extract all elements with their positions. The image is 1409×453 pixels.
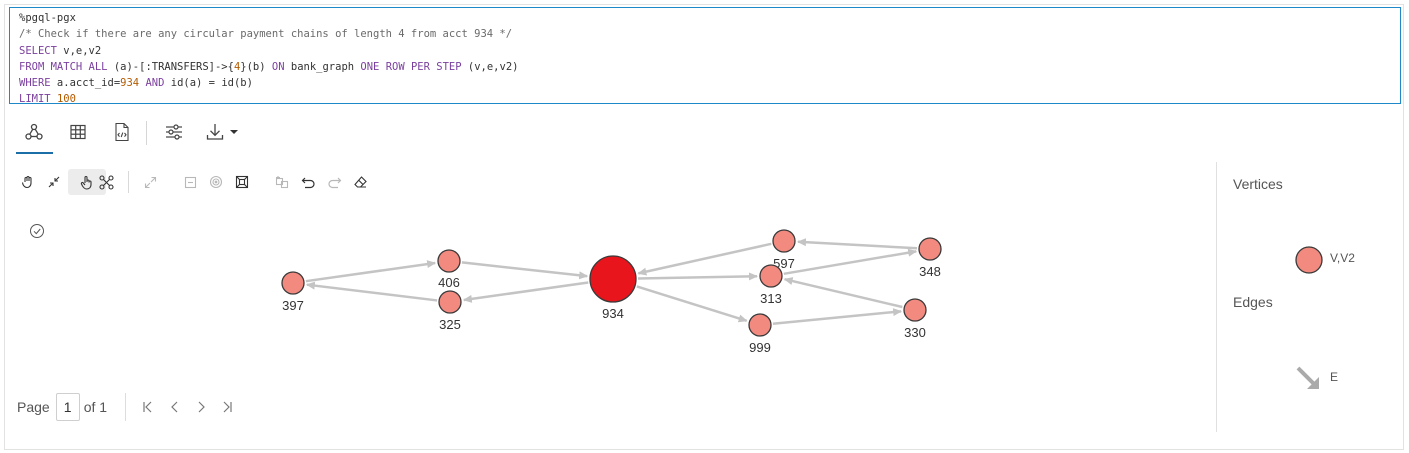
fullscreen-icon — [138, 169, 162, 195]
code-token: FROM MATCH ALL — [19, 60, 108, 73]
legend-panel: Vertices V,V2 Edges E — [1217, 162, 1400, 432]
pagination: Page 1 of 1 — [17, 392, 107, 422]
code-token: bank_graph — [284, 60, 361, 73]
code-token: WHERE — [19, 77, 51, 90]
edge-934-313[interactable] — [637, 272, 759, 281]
chevron-down-icon — [230, 130, 238, 134]
vertex-label-325: 325 — [439, 317, 461, 332]
undo-icon[interactable] — [296, 169, 320, 195]
vertex-label-999: 999 — [749, 340, 771, 355]
code-token: %pgql-pgx — [19, 12, 76, 24]
check-circle-icon[interactable] — [30, 224, 44, 238]
first-page-icon[interactable] — [138, 397, 158, 417]
edge-348-597[interactable] — [796, 238, 918, 250]
code-token: ONE ROW PER STEP — [360, 60, 462, 73]
edges-heading: Edges — [1233, 294, 1273, 310]
previous-page-icon[interactable] — [165, 397, 185, 417]
vertex-397[interactable] — [281, 271, 305, 295]
code-token: (v,e,v2) — [461, 60, 519, 73]
minus-icon — [178, 169, 202, 195]
vertex-597[interactable] — [772, 229, 796, 253]
edge-597-934[interactable] — [637, 242, 772, 276]
vertex-label-330: 330 — [904, 325, 926, 340]
code-line[interactable]: %pgql-pgx — [19, 10, 1400, 26]
vertex-999[interactable] — [748, 313, 772, 337]
code-token: 4 — [233, 60, 241, 73]
edge-999-330[interactable] — [772, 308, 903, 325]
code-line[interactable]: FROM MATCH ALL (a)-[:TRANSFERS]->{4}(b) … — [19, 59, 1400, 75]
page-count-label: of 1 — [83, 399, 108, 415]
code-token: SELECT — [19, 44, 57, 57]
edge-406-934[interactable] — [461, 261, 589, 280]
fit-icon[interactable] — [230, 169, 254, 195]
vertex-325[interactable] — [438, 290, 462, 314]
code-token: 934 — [120, 77, 140, 90]
vertex-313[interactable] — [759, 264, 783, 288]
vertex-label-934: 934 — [602, 306, 624, 321]
vertex-348[interactable] — [918, 237, 942, 261]
active-tab-indicator — [16, 152, 53, 154]
redo-icon — [322, 169, 346, 195]
vertex-406[interactable] — [437, 249, 461, 273]
edge-legend-label: E — [1330, 370, 1339, 384]
select-icon[interactable] — [16, 169, 40, 195]
edge-313-348[interactable] — [783, 248, 918, 276]
pan-hand-icon[interactable] — [68, 169, 106, 195]
edges-layer — [305, 238, 918, 325]
download-menu-button[interactable] — [200, 114, 244, 150]
collapse-icon[interactable] — [42, 169, 66, 195]
edge-934-999[interactable] — [636, 285, 748, 323]
vertices-heading: Vertices — [1233, 176, 1283, 192]
vertex-label-313: 313 — [760, 291, 782, 306]
vertex-label-406: 406 — [438, 275, 460, 290]
code-token: id(a) = id(b) — [164, 77, 253, 90]
graph-view-icon[interactable] — [16, 114, 52, 150]
code-token: (a)-[:TRANSFERS]->{ — [107, 60, 234, 73]
code-line[interactable]: SELECT v,e,v2 — [19, 43, 1400, 59]
group-icon — [270, 169, 294, 195]
page-number-input[interactable]: 1 — [55, 393, 80, 421]
table-view-icon[interactable] — [60, 114, 96, 150]
code-view-icon[interactable] — [104, 114, 140, 150]
edge-397-406[interactable] — [305, 260, 437, 283]
eraser-icon[interactable] — [348, 169, 372, 195]
code-token: v,e,v2 — [56, 44, 102, 57]
edge-330-313[interactable] — [783, 277, 903, 309]
code-token: LIMIT — [19, 93, 51, 106]
code-token: ON — [271, 60, 285, 73]
code-token: AND — [145, 77, 165, 90]
code-line[interactable]: WHERE a.acct_id=934 AND id(a) = id(b) — [19, 75, 1400, 91]
next-page-icon[interactable] — [191, 397, 211, 417]
edge-325-397[interactable] — [305, 281, 438, 302]
vertex-swatch — [1295, 246, 1323, 274]
vertex-label-348: 348 — [919, 264, 941, 279]
last-page-icon[interactable] — [217, 397, 237, 417]
target-icon — [204, 169, 228, 195]
vertex-label-397: 397 — [282, 298, 304, 313]
code-token: a.acct_id= — [50, 77, 121, 90]
code-token: }(b) — [240, 60, 272, 73]
expand-graph-icon[interactable] — [94, 169, 118, 195]
code-line[interactable]: /* Check if there are any circular payme… — [19, 26, 1400, 42]
download-icon — [206, 124, 224, 140]
query-editor[interactable]: %pgql-pgx /* Check if there are any circu… — [9, 7, 1401, 107]
vertex-legend-label: V,V2 — [1330, 251, 1355, 265]
vertex-330[interactable] — [903, 298, 927, 322]
settings-sliders-icon[interactable] — [156, 114, 192, 150]
page-label: Page — [17, 399, 50, 415]
edge-934-325[interactable] — [462, 281, 589, 303]
vertex-934[interactable] — [589, 255, 637, 303]
code-line[interactable]: LIMIT 100 — [19, 91, 1400, 107]
edge-arrow-icon — [1296, 366, 1319, 389]
code-token: 100 — [56, 93, 76, 106]
code-token: /* Check if there are any circular payme… — [19, 28, 513, 41]
